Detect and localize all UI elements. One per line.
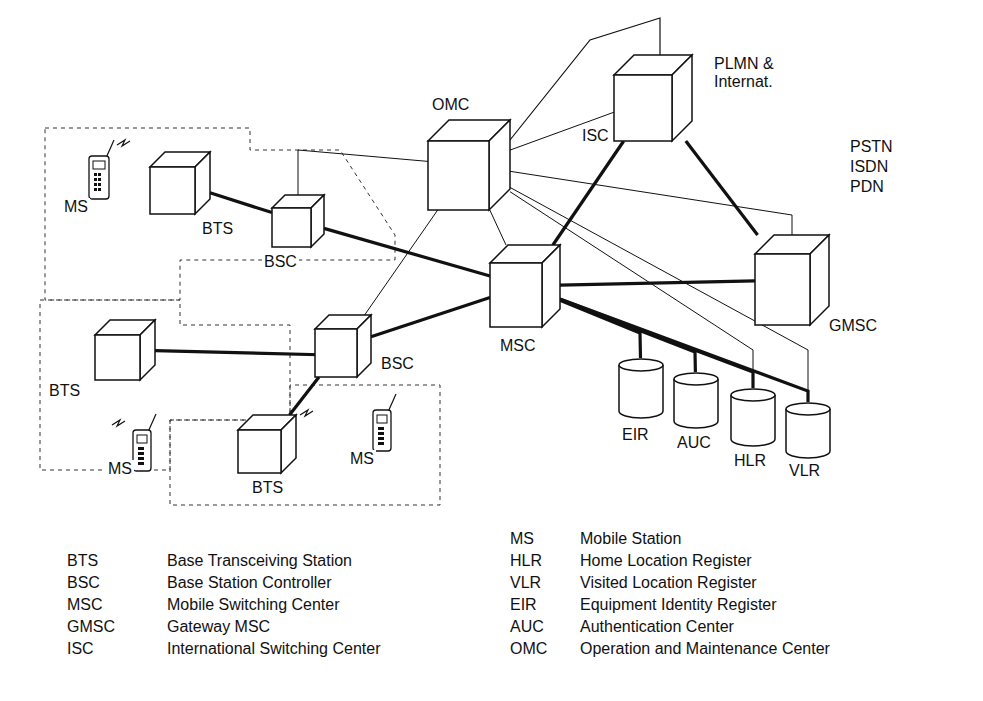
- legend-text: VLR: [508, 574, 543, 592]
- network-cube: BTS: [150, 152, 210, 214]
- cube-shape: [755, 235, 829, 325]
- trunk-link: [210, 193, 272, 213]
- cyl-shape: [673, 372, 719, 428]
- trunk-link: [371, 298, 490, 337]
- database-cylinder: HLR: [730, 388, 776, 446]
- node-label: MS: [62, 198, 90, 216]
- network-cube: MSC: [490, 245, 560, 327]
- trunk-link: [155, 351, 330, 355]
- network-label: PSTN: [848, 138, 895, 156]
- management-link: [298, 150, 428, 195]
- management-link: [510, 192, 753, 388]
- cube-shape: [95, 320, 155, 380]
- node-label: MS: [348, 450, 376, 468]
- legend-text: Mobile Switching Center: [165, 596, 342, 614]
- trunk-link: [686, 141, 758, 235]
- node-label: GMSC: [827, 317, 879, 335]
- network-cube: GMSC: [755, 235, 829, 325]
- legend-text: Visited Location Register: [578, 574, 759, 592]
- phone-shape: [372, 404, 392, 452]
- node-label: BSC: [379, 355, 416, 373]
- network-label: PDN: [848, 178, 886, 196]
- legend-text: International Switching Center: [165, 640, 382, 658]
- network-cube: BTS: [238, 415, 296, 473]
- trunk-link: [560, 300, 695, 372]
- cube-shape: [428, 120, 510, 210]
- network-label: ISDN: [848, 158, 890, 176]
- node-label: MS: [106, 460, 134, 478]
- node-label: EIR: [620, 426, 651, 444]
- cube-shape: [315, 315, 371, 377]
- legend-text: Base Transceiving Station: [165, 552, 354, 570]
- node-label: BSC: [262, 253, 299, 271]
- legend-text: HLR: [508, 552, 544, 570]
- phone-shape: [88, 150, 110, 200]
- legend-text: OMC: [508, 640, 549, 658]
- network-cube: BSC: [315, 315, 371, 377]
- legend-text: Home Location Register: [578, 552, 754, 570]
- network-cube: ISC: [614, 55, 692, 141]
- node-label: HLR: [732, 452, 768, 470]
- network-cube: OMC: [428, 120, 510, 210]
- network-label: PLMN & Internat.: [712, 55, 794, 92]
- trunk-link: [560, 281, 755, 285]
- cyl-shape: [730, 388, 776, 446]
- node-label: BTS: [47, 382, 82, 400]
- management-link: [510, 171, 792, 235]
- database-cylinder: AUC: [673, 372, 719, 428]
- legend-text: Gateway MSC: [165, 618, 272, 636]
- legend-text: Equipment Identity Register: [578, 596, 779, 614]
- network-cube: BTS: [95, 320, 155, 380]
- cube-shape: [614, 55, 692, 141]
- legend-text: Authentication Center: [578, 618, 736, 636]
- node-label: BTS: [200, 220, 235, 238]
- database-cylinder: EIR: [618, 358, 664, 418]
- cube-shape: [272, 195, 324, 247]
- legend-text: BSC: [65, 574, 102, 592]
- legend-text: Mobile Station: [578, 530, 683, 548]
- legend-text: Base Station Controller: [165, 574, 334, 592]
- mobile-station: MS: [372, 404, 392, 452]
- node-label: BTS: [250, 479, 285, 497]
- phone-shape: [132, 424, 152, 472]
- database-cylinder: VLR: [785, 402, 831, 458]
- node-label: OMC: [430, 96, 471, 114]
- cube-shape: [238, 415, 296, 473]
- node-label: AUC: [675, 434, 713, 452]
- node-label: ISC: [580, 127, 611, 145]
- legend-text: MS: [508, 530, 536, 548]
- mobile-station: MS: [88, 150, 110, 200]
- management-link: [510, 112, 614, 150]
- cube-shape: [490, 245, 560, 327]
- node-label: MSC: [498, 337, 538, 355]
- trunk-link: [290, 377, 320, 415]
- trunk-link: [553, 141, 624, 245]
- network-cube: BSC: [272, 195, 324, 247]
- legend-text: EIR: [508, 596, 539, 614]
- trunk-link: [324, 228, 490, 276]
- legend-text: Operation and Maintenance Center: [578, 640, 832, 658]
- management-link: [490, 210, 506, 245]
- legend-text: BTS: [65, 552, 100, 570]
- cube-shape: [150, 152, 210, 214]
- legend-text: AUC: [508, 618, 546, 636]
- management-link: [365, 210, 438, 315]
- cyl-shape: [618, 358, 664, 418]
- legend-text: ISC: [65, 640, 96, 658]
- cyl-shape: [785, 402, 831, 458]
- legend-text: MSC: [65, 596, 105, 614]
- trunk-link: [560, 300, 641, 358]
- node-label: VLR: [787, 462, 822, 480]
- mobile-station: MS: [132, 424, 152, 472]
- legend-text: GMSC: [65, 618, 117, 636]
